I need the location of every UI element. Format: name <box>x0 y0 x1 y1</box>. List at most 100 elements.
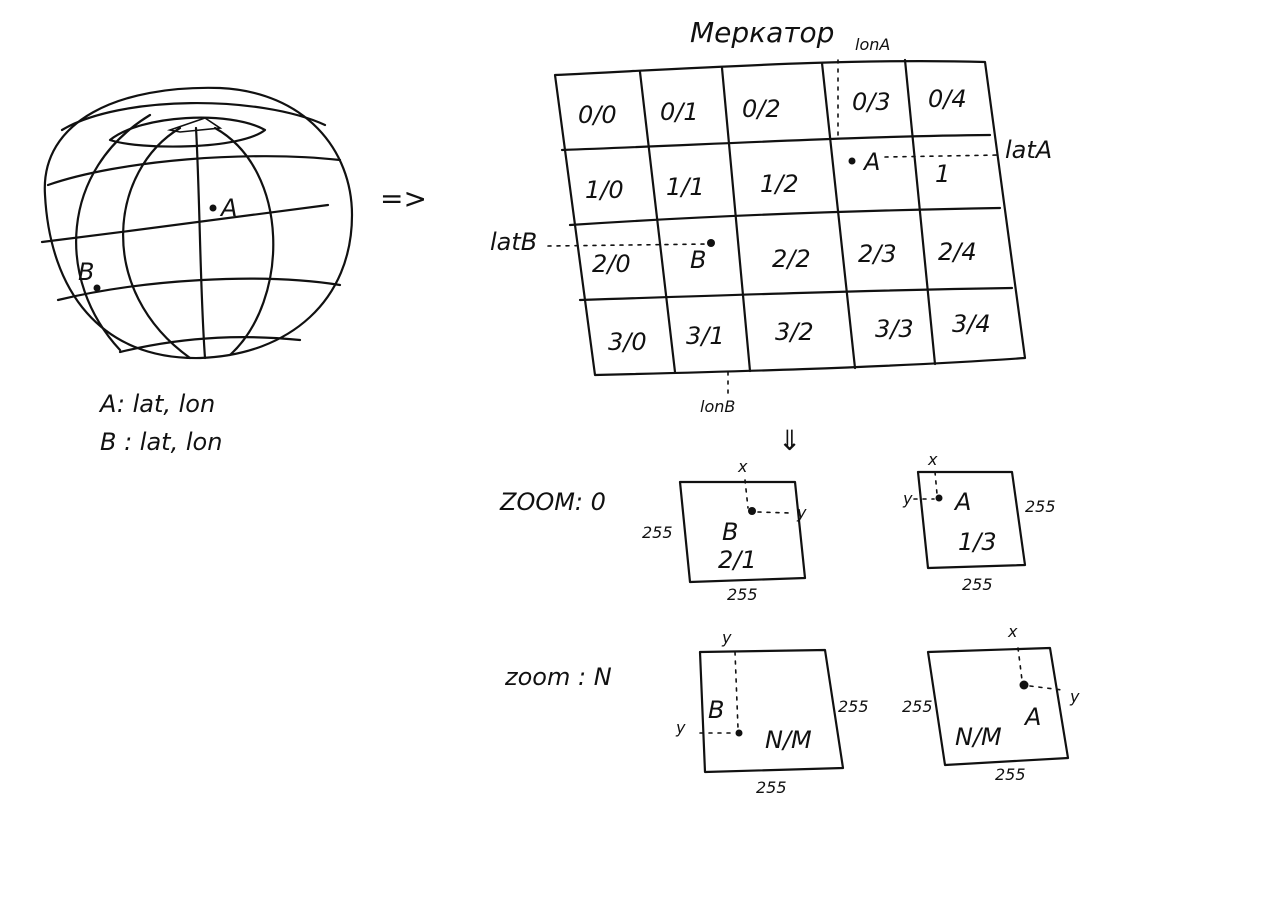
zoom-0-label: ZOOM: 0 <box>499 488 606 516</box>
zoom-0-tile-b-outline <box>678 480 807 584</box>
zoom-0-tile-a-x-label: x <box>927 450 938 469</box>
mercator-grid-row-line-3 <box>578 286 1014 302</box>
zoom-n-tile-b-outline <box>698 648 845 774</box>
zoom-n-tile-a-point <box>1019 680 1029 690</box>
mercator-grid-row-line-2 <box>568 206 1002 227</box>
zoom-n-tile-a-outline <box>926 646 1070 767</box>
mercator-cell-0-3: 0/3 <box>852 88 891 116</box>
mercator-cell-3-4: 3/4 <box>952 310 991 338</box>
globe-outline <box>43 86 354 360</box>
zoom-0-tile-b-y-label: y <box>796 503 807 522</box>
zoom-0-tile-b-size-side: 255 <box>642 523 673 542</box>
mercator-lat-b-label: latB <box>490 228 537 256</box>
globe: A B A: lat, lon B : lat, lon <box>40 86 354 456</box>
zoom-n-tile-a: x y A N/M 255 255 <box>902 622 1080 784</box>
globe-point-b-label: B <box>78 258 94 286</box>
mercator-cell-1-4: 1 <box>935 160 950 188</box>
mercator-lon-b-label: lonB <box>700 397 735 416</box>
zoom-n-tile-a-x-guide <box>1017 647 1023 681</box>
mercator-cell-2-1: B <box>690 246 706 274</box>
mercator-grid-col-line-3 <box>820 61 857 370</box>
mercator-cell-2-3: 2/3 <box>858 240 897 268</box>
mercator-cell-3-3: 3/3 <box>875 315 914 343</box>
zoom-0-tile-a-size-bottom: 255 <box>962 575 993 594</box>
mercator-cell-0-2: 0/2 <box>742 95 781 123</box>
zoom-n-tile-a-tile-id: N/M <box>955 723 1002 751</box>
globe-legend-a: A: lat, lon <box>98 390 215 418</box>
zoom-0-tile-a: x y A 1/3 255 255 <box>902 450 1056 594</box>
transform-arrow-down: ⇓ <box>778 424 801 457</box>
zoom-n-tile-b-x-label: y <box>721 628 732 647</box>
zoom-0-tile-b-y-guide <box>757 511 791 514</box>
zoom-0-tile-b-x-label: x <box>737 457 748 476</box>
globe-meridian-center <box>194 126 207 360</box>
zoom-n-tile-b-point-label: B <box>708 696 724 724</box>
globe-latitude-2 <box>46 155 342 187</box>
mercator-lat-b-guide <box>547 243 711 247</box>
zoom-0-tile-a-x-guide <box>934 471 938 495</box>
zoom-n-label: zoom : N <box>504 663 612 691</box>
zoom-0-tile-a-outline <box>916 470 1027 570</box>
zoom-n-tile-b-y-label: y <box>675 718 686 737</box>
zoom-n-tile-a-point-label: A <box>1023 703 1041 731</box>
mercator-cell-1-3: A <box>862 148 880 176</box>
zoom-n-tile-b-size-side: 255 <box>838 697 869 716</box>
zoom-0-tile-a-point-label: A <box>953 488 971 516</box>
zoom-0-tile-b-size-bottom: 255 <box>727 585 758 604</box>
mercator-cell-3-2: 3/2 <box>775 318 814 346</box>
mercator-point-a-dot <box>848 157 856 165</box>
globe-point-a-dot <box>209 204 217 212</box>
zoom-0-tile-b: x y B 2/1 255 255 <box>642 457 807 604</box>
mercator-grid-outline <box>553 59 1027 377</box>
zoom-n-tile-a-y-label: y <box>1069 687 1080 706</box>
zoom-0-tile-b-point-label: B <box>722 518 738 546</box>
mercator-grid-row-line-1 <box>560 133 992 152</box>
mercator-point-b-dot <box>707 239 715 247</box>
globe-point-b-dot <box>93 284 101 292</box>
mercator-title: Меркатор <box>690 16 834 49</box>
zoom-0-tile-a-y-label: y <box>902 489 913 508</box>
mercator-grid-col-line-1 <box>638 70 677 374</box>
zoom-0-tile-a-tile-id: 1/3 <box>958 528 997 556</box>
zoom-0-tile-a-point <box>935 494 943 502</box>
mercator-lon-a-label: lonA <box>855 35 890 54</box>
zoom-n-tile-a-x-label: x <box>1007 622 1018 641</box>
globe-polar-cap <box>108 116 267 148</box>
zoom-0-tile-b-x-guide <box>744 479 749 509</box>
transform-arrow-right: => <box>380 182 427 215</box>
globe-latitude-1 <box>60 101 327 132</box>
mercator-cell-0-4: 0/4 <box>928 85 967 113</box>
zoom-n-tile-b-point <box>735 729 743 737</box>
globe-meridian-far-left <box>75 113 152 352</box>
zoom-0-tile-b-tile-id: 2/1 <box>718 546 757 574</box>
zoom-n-tile-a-size-bottom: 255 <box>995 765 1026 784</box>
mercator-cell-0-1: 0/1 <box>660 98 699 126</box>
mercator-lat-a-label: latA <box>1005 136 1052 164</box>
zoom-n-tile-a-size-side: 255 <box>902 697 933 716</box>
zoom-n-tile-a-y-guide <box>1029 685 1063 691</box>
globe-legend-b: B : lat, lon <box>100 428 222 456</box>
mercator-cell-2-2: 2/2 <box>772 245 811 273</box>
zoom-0-tile-b-point <box>748 507 756 515</box>
mercator-cell-1-0: 1/0 <box>585 176 624 204</box>
zoom-n-tile-b-size-bottom: 255 <box>756 778 787 797</box>
zoom-n-row: zoom : N y y B N/M 255 255 x y A N/M 255… <box>504 622 1080 797</box>
mercator-map: Меркатор lonA 0/0 0/1 0/2 0/3 0/4 1/0 1/… <box>490 16 1052 416</box>
zoom-n-tile-b-x-guide <box>734 651 739 729</box>
mercator-cell-1-2: 1/2 <box>760 170 799 198</box>
mercator-lat-a-guide <box>884 154 1001 158</box>
zoom-0-row: ZOOM: 0 x y B 2/1 255 255 x y A 1/3 255 … <box>499 450 1056 604</box>
globe-point-a-label: A <box>219 194 237 222</box>
globe-latitude-5 <box>118 336 302 354</box>
mercator-cell-1-1: 1/1 <box>666 173 705 201</box>
globe-latitude-3 <box>40 203 330 244</box>
zoom-0-tile-a-size-side: 255 <box>1025 497 1056 516</box>
mercator-cell-3-1: 3/1 <box>686 322 725 350</box>
globe-latitude-4 <box>56 277 342 302</box>
mercator-grid-col-line-2 <box>720 66 752 373</box>
globe-meridian-left <box>122 126 192 360</box>
zoom-n-tile-b-tile-id: N/M <box>765 726 812 754</box>
mercator-cell-0-0: 0/0 <box>578 101 617 129</box>
mercator-cell-2-0: 2/0 <box>592 250 631 278</box>
